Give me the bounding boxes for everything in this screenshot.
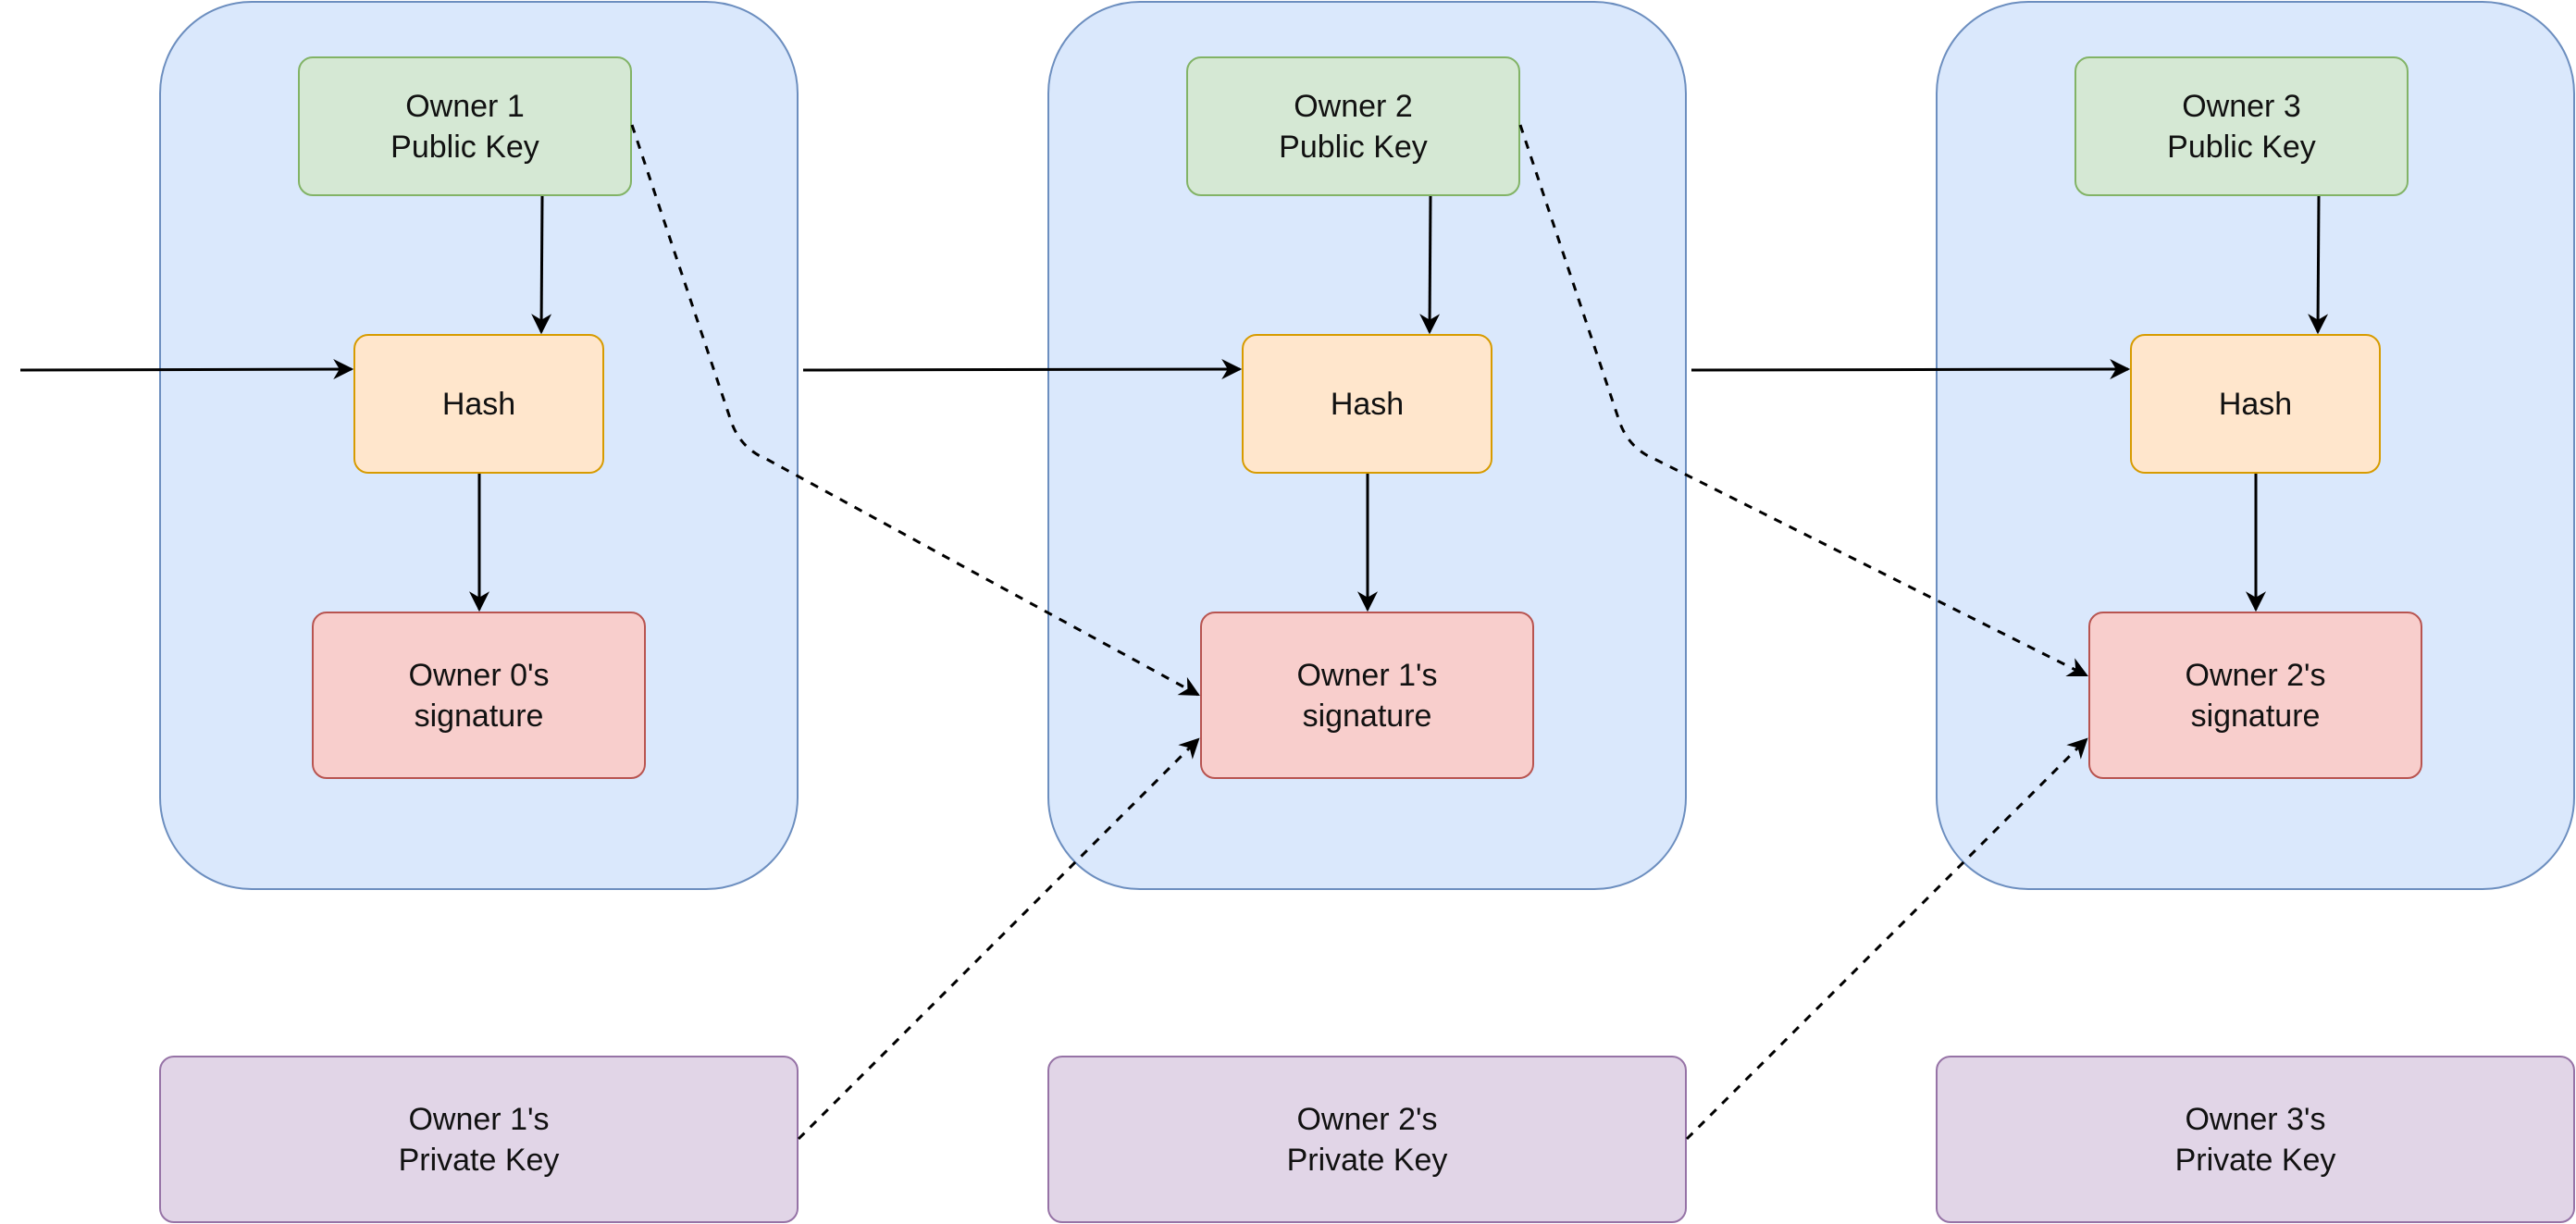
block-3-hash: Hash — [2130, 334, 2381, 474]
block-2-private-key: Owner 2's Private Key — [1047, 1056, 1687, 1223]
block-3-public-key: Owner 3 Public Key — [2074, 56, 2409, 196]
block-2-signature: Owner 1's signature — [1200, 612, 1534, 779]
block-3-signature: Owner 2's signature — [2088, 612, 2422, 779]
block-1-signature: Owner 0's signature — [312, 612, 646, 779]
block-2-public-key: Owner 2 Public Key — [1186, 56, 1520, 196]
block-1-private-key: Owner 1's Private Key — [159, 1056, 799, 1223]
block-1-hash: Hash — [353, 334, 604, 474]
block-1-public-key: Owner 1 Public Key — [298, 56, 632, 196]
block-3-private-key: Owner 3's Private Key — [1936, 1056, 2575, 1223]
block-2-hash: Hash — [1242, 334, 1492, 474]
